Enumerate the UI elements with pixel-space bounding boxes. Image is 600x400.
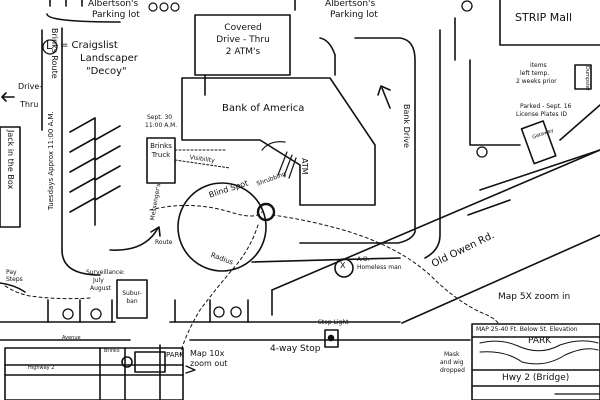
- getaway-car: [520, 120, 557, 165]
- lower-parking-area: [0, 282, 471, 400]
- map-elevation-label: MAP 25-40 Ft. Below St. Elevation: [476, 326, 578, 333]
- homeless-man-marker: [334, 258, 354, 278]
- parked-label-2: License Plates ID: [516, 111, 567, 118]
- avenue-small-label: Avenue: [62, 335, 81, 341]
- inset-map-zoom-in: [471, 323, 600, 400]
- surveillance-label-1: Surveillance:: [86, 269, 125, 276]
- surveillance-label-3: August: [90, 285, 111, 292]
- atm-label: ATM: [300, 158, 309, 175]
- blind-spot-radius: [177, 182, 267, 272]
- legend-line-2: Landscaper: [80, 53, 138, 64]
- map-10x-label-1: Map 10x: [190, 349, 225, 358]
- shrubbing-marks: [261, 141, 297, 179]
- legend-line-3: "Decoy": [86, 66, 127, 77]
- inset-map-zoom-out: [4, 347, 184, 400]
- atms-label: 2 ATM's: [225, 47, 261, 57]
- park-inset-label: PARK: [528, 336, 552, 346]
- bank-drive-curbs: [294, 0, 456, 259]
- bank-drive-arrow: [377, 85, 391, 109]
- sept30-line-1: Sept. 30: [147, 114, 173, 121]
- pay-steps-label-a: Pay: [6, 269, 17, 276]
- hwy2-label: Hwy 2 (Bridge): [502, 373, 570, 383]
- suburban-label-1: Subur-: [122, 290, 142, 297]
- parking-lot-label-right: Parking lot: [330, 10, 378, 20]
- surveillance-label-2: July: [93, 277, 104, 284]
- stop-light-label: Stop Light: [318, 319, 349, 326]
- drive-thru-left-label-b: Thru: [20, 100, 39, 109]
- map-10x-label-2: zoom out: [190, 359, 228, 368]
- items-label-3: 2 weeks prior: [516, 78, 557, 85]
- old-owen-road: [251, 59, 600, 324]
- jack-in-the-box-building: [0, 126, 21, 228]
- legend-line-1: = Craigslist: [60, 40, 118, 51]
- jack-in-the-box-label: Jack in the Box: [6, 130, 15, 190]
- covered-drive-thru-building: [194, 14, 291, 76]
- angled-parking-left: [69, 117, 121, 226]
- brinks-route-label: Brinks Route: [50, 28, 59, 79]
- parking-spaces-top-left: [46, 0, 121, 23]
- visibility-lines: [174, 149, 231, 169]
- brinks-small-label: Brinks: [104, 348, 120, 354]
- mask-label-1: Mask: [444, 351, 460, 358]
- albertsons-label-left: Albertson's: [88, 0, 139, 9]
- decoy-markers: [42, 0, 488, 320]
- mask-label-3: dropped: [440, 367, 465, 374]
- brinks-truck-line-2: Truck: [151, 151, 171, 159]
- messenger-position: [256, 202, 276, 222]
- ao-label-1: A.O.: [357, 256, 370, 263]
- pay-steps-label-b: Steps: [6, 276, 23, 283]
- sept30-line-2: 11:00 A.M.: [145, 122, 178, 129]
- strip-mall-label: STRIP Mall: [515, 11, 573, 24]
- drive-thru-top-label: Drive - Thru: [216, 35, 270, 45]
- homeless-man-symbol: X: [340, 261, 346, 270]
- ao-label-2: Homeless man: [357, 264, 402, 271]
- escape-path: [3, 214, 499, 356]
- stop-light: [324, 329, 339, 348]
- park-small-label: PARK: [166, 351, 185, 359]
- mask-label-2: and wig: [440, 359, 464, 366]
- suburban-label-2: ban: [126, 298, 138, 305]
- map-5x-label: Map 5X zoom in: [498, 292, 571, 302]
- bank-drive-label: Bank Drive: [402, 104, 411, 148]
- brinks-truck-line-1: Brinks: [150, 142, 172, 150]
- drive-thru-arrow: [1, 92, 15, 102]
- brinks-route-road: [41, 27, 101, 276]
- drive-thru-left-label-a: Drive-: [18, 82, 43, 91]
- items-label-1: items: [530, 62, 547, 69]
- bank-of-america-label: Bank of America: [222, 103, 305, 114]
- strip-mall-building: [499, 0, 600, 141]
- dumpster-label: Dumpster: [584, 66, 590, 91]
- messengers-route-path: [149, 205, 263, 217]
- covered-label: Covered: [224, 23, 262, 33]
- parking-lot-label-left: Parking lot: [92, 10, 140, 20]
- bank-of-america-building: [181, 77, 376, 206]
- parked-label-1: Parked - Sept. 16: [520, 103, 572, 110]
- decoy-marker-group-top: [148, 2, 180, 12]
- highway2-small-label: Highway 2: [28, 365, 55, 371]
- tuesdays-label: Tuesdays Approx 11:00 A.M.: [47, 111, 55, 210]
- legend-symbol: L: [46, 39, 53, 52]
- four-way-stop-label: 4-way Stop: [270, 344, 321, 354]
- items-label-2: left temp.: [520, 70, 550, 77]
- brinks-route-arrow: [109, 226, 161, 251]
- albertsons-label-right: Albertson's: [325, 0, 376, 9]
- suburban-vehicle: [116, 279, 148, 319]
- messengers-route-label-b: Route: [155, 239, 173, 246]
